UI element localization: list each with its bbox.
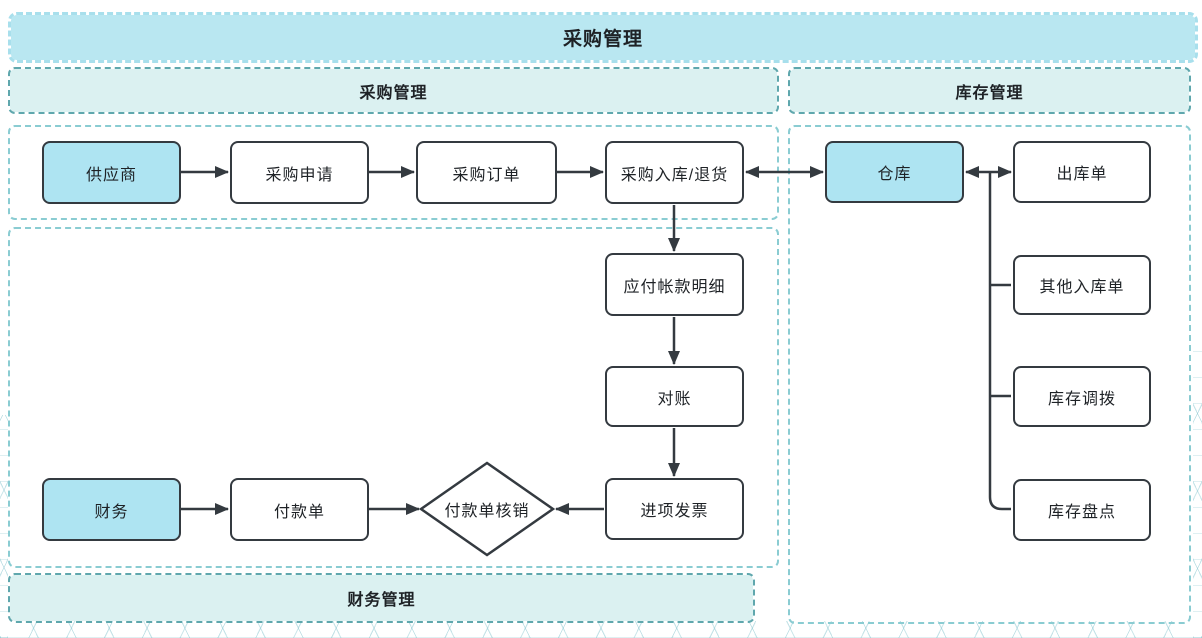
canvas-watermark-pattern [1193, 348, 1202, 638]
node-label: 财务 [94, 503, 129, 521]
canvas-watermark-pattern [0, 415, 8, 638]
node-purchase-request[interactable]: 采购申请 [230, 141, 369, 204]
node-label: 采购申请 [265, 166, 334, 184]
node-label: 应付帐款明细 [623, 278, 726, 296]
lane-title-label: 财务管理 [347, 592, 416, 609]
node-supplier[interactable]: 供应商 [42, 141, 181, 204]
lane-title-label: 库存管理 [955, 84, 1024, 102]
node-accounts-payable-detail[interactable]: 应付帐款明细 [605, 253, 744, 316]
node-outbound-order[interactable]: 出库单 [1013, 141, 1151, 203]
lane-title-procurement[interactable]: 采购管理 [8, 67, 779, 114]
node-purchase-order[interactable]: 采购订单 [416, 141, 557, 204]
node-warehouse[interactable]: 仓库 [825, 141, 964, 203]
node-payment-order[interactable]: 付款单 [230, 478, 369, 541]
banner-procurement-management[interactable]: 采购管理 [8, 12, 1198, 63]
node-label: 供应商 [85, 166, 137, 184]
node-input-invoice[interactable]: 进项发票 [605, 478, 744, 540]
node-label: 仓库 [877, 166, 912, 183]
node-purchase-inbound-return[interactable]: 采购入库/退货 [605, 141, 744, 204]
node-inventory-count[interactable]: 库存盘点 [1013, 479, 1151, 541]
node-other-inbound-order[interactable]: 其他入库单 [1013, 255, 1151, 315]
node-label: 库存调拨 [1047, 390, 1116, 408]
node-reconciliation[interactable]: 对账 [605, 366, 744, 427]
zone-inventory-area[interactable] [788, 125, 1191, 624]
node-label: 进项发票 [640, 503, 709, 520]
node-label: 对账 [657, 390, 692, 408]
node-label: 采购入库/退货 [620, 166, 729, 184]
node-label: 出库单 [1056, 166, 1108, 183]
node-finance[interactable]: 财务 [42, 478, 181, 541]
node-inventory-transfer[interactable]: 库存调拨 [1013, 366, 1151, 427]
lane-title-finance[interactable]: 财务管理 [8, 573, 755, 623]
lane-title-label: 采购管理 [359, 84, 428, 102]
banner-title: 采购管理 [562, 29, 643, 50]
lane-title-inventory[interactable]: 库存管理 [788, 67, 1191, 114]
node-label: 库存盘点 [1047, 504, 1116, 521]
node-label: 其他入库单 [1039, 279, 1125, 296]
node-label: 采购订单 [452, 166, 521, 184]
zone-procurement-finance-area[interactable] [8, 227, 779, 568]
node-label: 付款单 [273, 503, 325, 521]
